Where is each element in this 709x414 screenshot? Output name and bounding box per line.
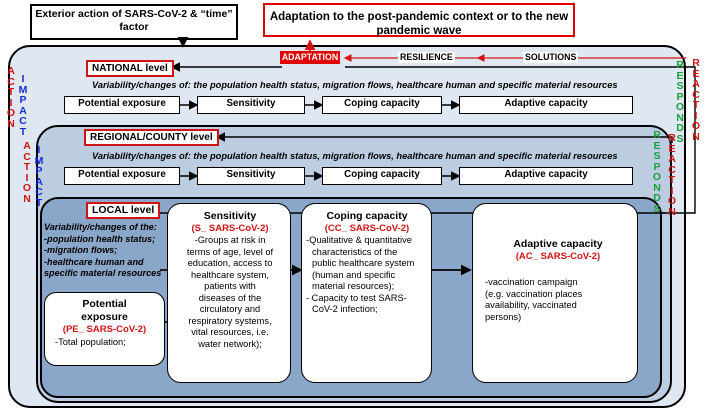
- exterior-action-box: Exterior action of SARS-CoV-2 & “time” f…: [30, 4, 238, 40]
- national-variability-text: Variability/changes of: the population h…: [92, 80, 618, 90]
- s-code: (S_ SARS-CoV-2): [191, 223, 269, 234]
- local-potential-exposure-box: Potential exposure (PE_ SARS-CoV-2) -Tot…: [44, 292, 165, 366]
- adaptation-tag: ADAPTATION: [280, 51, 340, 64]
- local-variability-text: Variability/changes of the: -population …: [44, 222, 161, 280]
- s-title: Sensitivity: [203, 210, 257, 222]
- cc-code: (CC_ SARS-CoV-2): [324, 223, 410, 234]
- local-coping-capacity-box: Coping capacity (CC_ SARS-CoV-2) -Qualit…: [301, 203, 432, 383]
- pe-title: Potential exposure: [81, 298, 128, 323]
- ac-code: (AC_ SARS-CoV-2): [515, 251, 601, 262]
- adaptation-context-text: Adaptation to the post-pandemic context …: [269, 11, 569, 37]
- national-adaptive-capacity: Adaptive capacity: [459, 96, 633, 114]
- local-var-line: Variability/changes of the:: [44, 222, 157, 232]
- regional-level-label: REGIONAL/COUNTY level: [84, 129, 219, 146]
- national-potential-exposure: Potential exposure: [64, 96, 180, 114]
- local-adaptive-capacity-box: Adaptive capacity (AC_ SARS-CoV-2) -vacc…: [472, 203, 638, 383]
- regional-potential-exposure: Potential exposure: [64, 167, 180, 185]
- cc-title: Coping capacity: [326, 210, 408, 222]
- local-var-line: specific material resources: [44, 268, 162, 278]
- pe-code: (PE_ SARS-CoV-2): [62, 324, 147, 335]
- ac-title: Adaptive capacity: [513, 238, 603, 250]
- regional-adaptive-capacity: Adaptive capacity: [459, 167, 633, 185]
- ac-text: -vaccination campaign(e.g. vaccination p…: [485, 277, 583, 322]
- adaptation-label: ADAPTATION: [281, 52, 339, 62]
- pe-text: -Total population;: [55, 337, 126, 347]
- resilience-label: RESILIENCE: [398, 52, 455, 63]
- national-sensitivity: Sensitivity: [197, 96, 305, 114]
- solutions-label: SOLUTIONS: [523, 52, 579, 63]
- national-level-label: NATIONAL level: [86, 60, 174, 77]
- local-sensitivity-box: Sensitivity (S_ SARS-CoV-2) -Groups at r…: [167, 203, 291, 383]
- local-var-line: -migration flows;: [44, 245, 118, 255]
- regional-variability-text: Variability/changes of: the population h…: [92, 151, 618, 161]
- local-level-label: LOCAL level: [86, 202, 161, 219]
- regional-coping-capacity: Coping capacity: [322, 167, 442, 185]
- local-var-line: -healthcare human and: [44, 256, 144, 267]
- regional-sensitivity: Sensitivity: [197, 167, 305, 185]
- local-var-line: -population health status;: [44, 233, 156, 244]
- adaptation-context-box: Adaptation to the post-pandemic context …: [263, 3, 575, 37]
- national-coping-capacity: Coping capacity: [322, 96, 442, 114]
- exterior-action-text: Exterior action of SARS-CoV-2 & “time” f…: [35, 8, 233, 33]
